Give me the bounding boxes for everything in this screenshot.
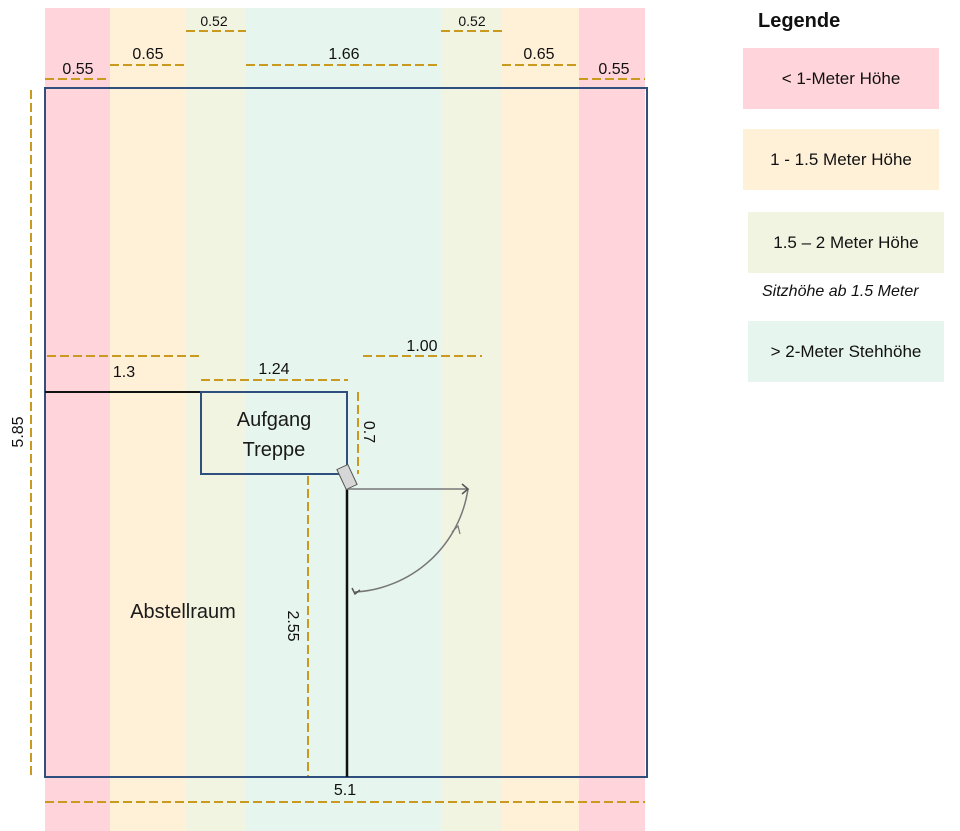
door-symbol bbox=[336, 463, 470, 596]
stair-box bbox=[200, 391, 348, 475]
zone-orange-left bbox=[110, 8, 186, 831]
dim-label-width-total: 5.1 bbox=[334, 782, 356, 799]
dim-label-right-span: 1.00 bbox=[406, 338, 437, 355]
door-arrow-top bbox=[461, 483, 470, 495]
legend-note: Sitzhöhe ab 1.5 Meter bbox=[762, 283, 919, 300]
zone-olive-right bbox=[441, 8, 502, 831]
stair-label-line1: Aufgang bbox=[237, 409, 312, 431]
door-hinge bbox=[336, 463, 358, 491]
legend-item-over-2m: > 2-Meter Stehhöhe bbox=[748, 321, 944, 382]
legend-item-1-5-to-2m: 1.5 – 2 Meter Höhe bbox=[748, 212, 944, 273]
dim-label-top-red-left: 0.55 bbox=[62, 61, 93, 78]
zone-red-right bbox=[579, 8, 645, 831]
zone-olive-left bbox=[186, 8, 246, 831]
legend-item-under-1m: < 1-Meter Höhe bbox=[743, 48, 939, 109]
dim-label-stair-width: 1.24 bbox=[258, 361, 289, 378]
dim-label-wall-length: 2.55 bbox=[284, 610, 301, 641]
legend-item-1-to-1-5m: 1 - 1.5 Meter Höhe bbox=[743, 129, 939, 190]
stair-label-line2: Treppe bbox=[243, 439, 306, 461]
door-swing-arc bbox=[354, 488, 469, 593]
zone-green-center bbox=[246, 8, 441, 831]
dim-label-stair-depth: 0.7 bbox=[360, 421, 377, 443]
dim-label-height-total: 5.85 bbox=[10, 416, 27, 447]
storage-room-label: Abstellraum bbox=[130, 601, 236, 623]
door-arrow-bottom bbox=[351, 587, 361, 596]
floor-plan: 0.55 0.65 0.52 1.66 0.52 0.65 0.55 5.85 … bbox=[10, 8, 648, 831]
dim-label-top-orange-left: 0.65 bbox=[132, 46, 163, 63]
dim-label-storage: 1.3 bbox=[113, 364, 135, 381]
legend-title: Legende bbox=[758, 10, 841, 32]
dim-label-top-orange-right: 0.65 bbox=[523, 46, 554, 63]
dim-label-top-center: 1.66 bbox=[328, 46, 359, 63]
door-arrow-mid bbox=[451, 524, 461, 535]
dim-label-top-red-right: 0.55 bbox=[598, 61, 629, 78]
dim-label-top-olive-left: 0.52 bbox=[200, 13, 227, 29]
dim-label-top-olive-right: 0.52 bbox=[458, 13, 485, 29]
zone-red-left bbox=[45, 8, 110, 831]
zone-orange-right bbox=[502, 8, 579, 831]
